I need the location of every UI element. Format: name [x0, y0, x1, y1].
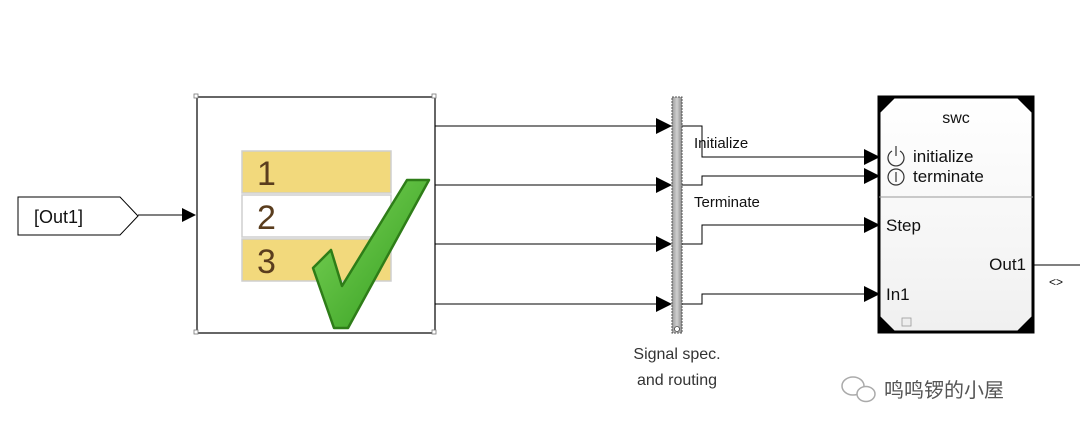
wire-initialize: [682, 125, 866, 158]
link-icon[interactable]: [901, 317, 912, 327]
arrowhead: [656, 177, 672, 193]
wechat-icon: [841, 376, 876, 403]
port-label-out1: Out1: [989, 255, 1026, 274]
port-label-step: Step: [886, 216, 921, 235]
arrowhead: [864, 217, 880, 233]
sequence-row: [241, 194, 392, 238]
arrowhead: [864, 168, 880, 184]
arrowhead: [182, 208, 196, 222]
sequence-row-number: 1: [257, 155, 276, 193]
resize-handle[interactable]: [431, 329, 437, 335]
sequence-row: [241, 150, 392, 194]
corner-marker: [1017, 316, 1032, 331]
wire-step: [682, 224, 866, 245]
sequencer-block[interactable]: 1 2 3: [193, 93, 437, 335]
arrowhead: [656, 236, 672, 252]
output-marker: <>: [1049, 275, 1063, 289]
resize-handle[interactable]: [431, 93, 437, 99]
arrowhead: [656, 118, 672, 134]
arrowhead: [864, 149, 880, 165]
watermark-text: 鸣鸣锣的小屋: [884, 379, 1004, 402]
signal-routing-block[interactable]: [671, 96, 683, 334]
corner-marker: [880, 98, 895, 113]
terminate-icon: [887, 168, 905, 186]
port-label-terminate: terminate: [913, 167, 984, 186]
corner-marker: [880, 316, 895, 331]
port-label-in1: In1: [886, 285, 910, 304]
port-indicator: [674, 326, 680, 332]
sequence-row-number: 2: [257, 199, 276, 237]
subsystem-swc[interactable]: swc initialize terminate Step In1 Out1: [877, 95, 1035, 334]
corner-marker: [1017, 98, 1032, 113]
goto-tag-block[interactable]: [Out1]: [17, 196, 139, 236]
arrowhead: [656, 296, 672, 312]
routing-caption: Signal spec.: [633, 346, 720, 363]
arrowhead: [864, 286, 880, 302]
resize-handle[interactable]: [193, 93, 199, 99]
routing-caption: and routing: [637, 372, 717, 389]
resize-handle[interactable]: [193, 329, 199, 335]
signal-label-initialize[interactable]: Initialize: [694, 135, 748, 152]
wire-terminate: [682, 175, 866, 186]
power-icon: [887, 146, 905, 167]
port-label-initialize: initialize: [913, 147, 973, 166]
checkmark-icon: [311, 178, 431, 330]
sequence-row-number: 3: [257, 243, 276, 281]
goto-tag-label: [Out1]: [34, 207, 83, 227]
subsystem-title: swc: [942, 110, 970, 127]
signal-label-terminate[interactable]: Terminate: [694, 194, 760, 211]
wire-in1: [682, 293, 866, 305]
